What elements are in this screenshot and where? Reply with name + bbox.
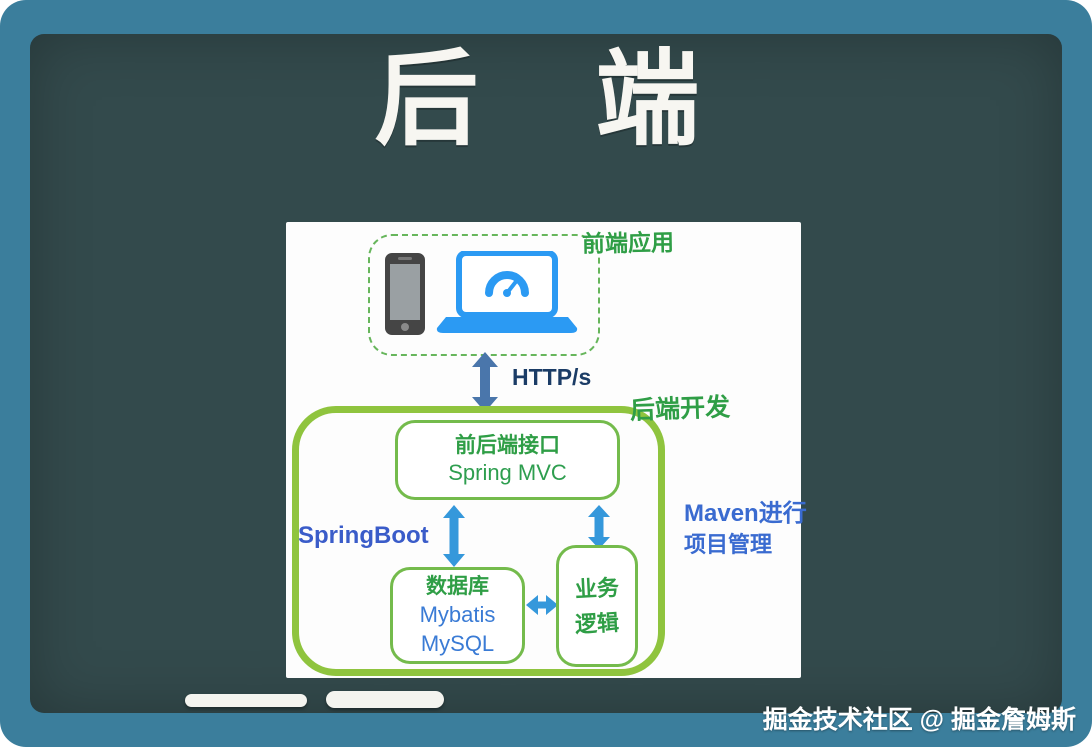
api-box: 前后端接口 Spring MVC (395, 420, 620, 500)
frontend-label: 前端应用 (581, 229, 675, 257)
maven-label-line1: Maven进行 (684, 500, 807, 527)
laptop-icon (436, 250, 578, 335)
maven-label: Maven进行 项目管理 (684, 498, 807, 560)
chalk-piece (185, 694, 307, 707)
db-box-title: 数据库 (426, 574, 489, 598)
db-box-mysql: MySQL (420, 630, 495, 656)
maven-label-line2: 项目管理 (684, 532, 773, 558)
logic-box: 业务 逻辑 (556, 545, 638, 667)
api-box-title: 前后端接口 (455, 434, 560, 458)
api-db-arrow double-arrow-icon (443, 505, 465, 572)
db-logic-arrow double-arrow-icon (526, 595, 558, 620)
logic-box-line1: 业务 (574, 574, 620, 602)
api-logic-arrow double-arrow-icon (588, 505, 610, 554)
springboot-label: SpringBoot (298, 522, 429, 549)
chalk-piece (326, 691, 444, 708)
speedometer-icon (485, 271, 529, 297)
db-box-mybatis: Mybatis (419, 602, 496, 628)
http-arrow double-arrow-icon (472, 352, 498, 417)
logic-box-line2: 逻辑 (574, 609, 620, 638)
watermark: 掘金技术社区 @ 掘金詹姆斯 (762, 706, 1076, 734)
backend-container (292, 406, 665, 676)
http-label: HTTP/s (512, 364, 592, 390)
db-box: 数据库 Mybatis MySQL (390, 567, 525, 664)
api-box-subtitle: Spring MVC (448, 460, 567, 486)
diagram-panel: 前端应用 (286, 222, 807, 678)
phone-icon (385, 253, 425, 335)
backend-label: 后端开发 (629, 393, 731, 425)
page-title: 后 端 (374, 42, 718, 158)
